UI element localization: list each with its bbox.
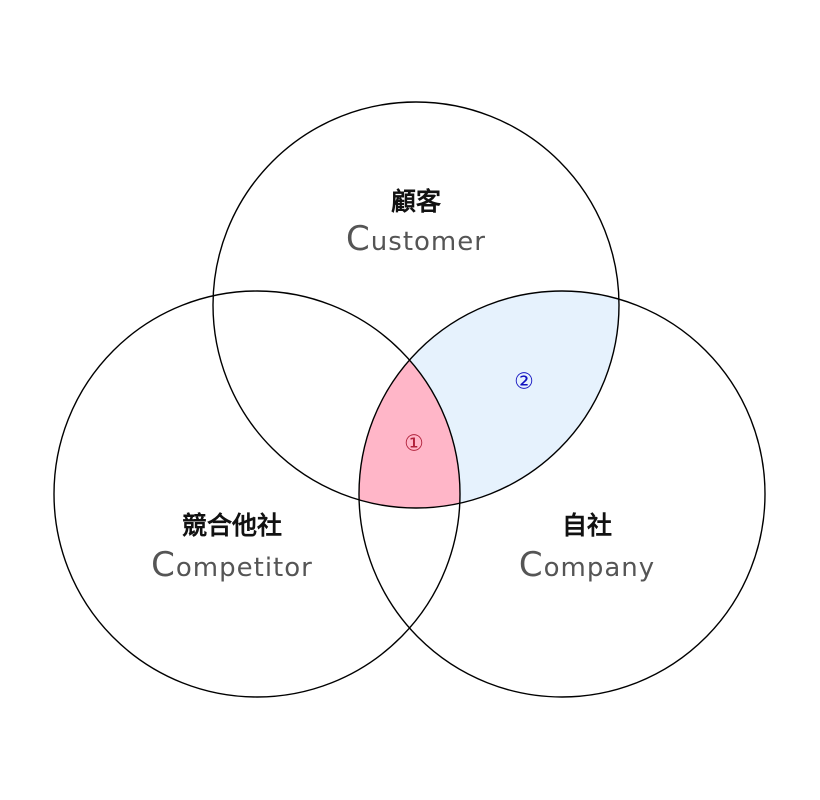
company-circle [358,290,766,698]
customer-title-en: Customer [346,219,486,259]
region-1-fill [359,291,460,508]
competitor-title-initial: C [151,545,176,585]
company-title-jp: 自社 [562,511,612,540]
company-title-initial: C [519,545,544,585]
competitor-title-jp: 競合他社 [182,511,282,540]
company-title-en: Company [519,545,655,585]
region-2-label: ② [514,370,534,395]
competitor-title-en: Competitor [151,545,313,585]
region-1-label: ① [404,432,424,457]
competitor-title-rest: ompetitor [176,553,313,583]
customer-title-initial: C [346,219,371,259]
customer-title-rest: ustomer [371,227,486,257]
customer-title-jp: 顧客 [391,187,441,216]
company-title-rest: ompany [544,553,656,583]
customer-circle [212,101,620,509]
competitor-circle [53,290,461,698]
